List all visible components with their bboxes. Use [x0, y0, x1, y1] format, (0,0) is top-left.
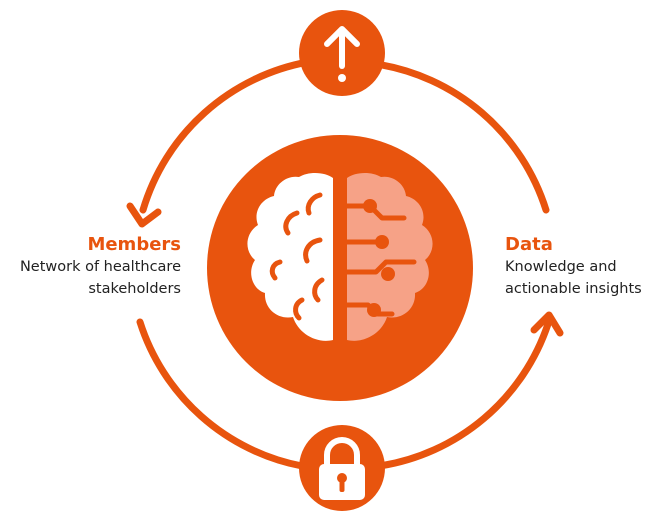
lock-node	[299, 425, 385, 511]
data-description-line2: actionable insights	[505, 281, 642, 297]
members-label: Members Network of healthcare stakeholde…	[0, 234, 181, 300]
padlock-icon	[319, 437, 365, 500]
data-title: Data	[505, 234, 553, 255]
members-description-line2: stakeholders	[88, 281, 181, 297]
arrowhead-left-down-icon	[126, 202, 162, 228]
arrowhead-right-up-icon	[530, 311, 564, 337]
arc-top-right	[372, 60, 550, 214]
arc-bottom-right	[376, 320, 552, 470]
members-description-line1: Network of healthcare	[19, 259, 181, 275]
brain-left-hemisphere	[247, 172, 333, 341]
members-title: Members	[87, 234, 181, 255]
arc-top-left	[139, 58, 312, 214]
upload-arrow-icon	[324, 26, 360, 69]
brain-right-hemisphere	[347, 172, 433, 341]
brain-node	[207, 135, 473, 401]
brain-icon	[247, 172, 433, 341]
cycle-arrowheads	[126, 202, 564, 337]
arc-bottom-left	[136, 318, 306, 470]
data-description-line1: Knowledge and	[505, 259, 617, 275]
data-label: Data Knowledge and actionable insights	[505, 234, 646, 300]
cycle-ring	[136, 58, 552, 470]
upload-node	[299, 10, 385, 96]
